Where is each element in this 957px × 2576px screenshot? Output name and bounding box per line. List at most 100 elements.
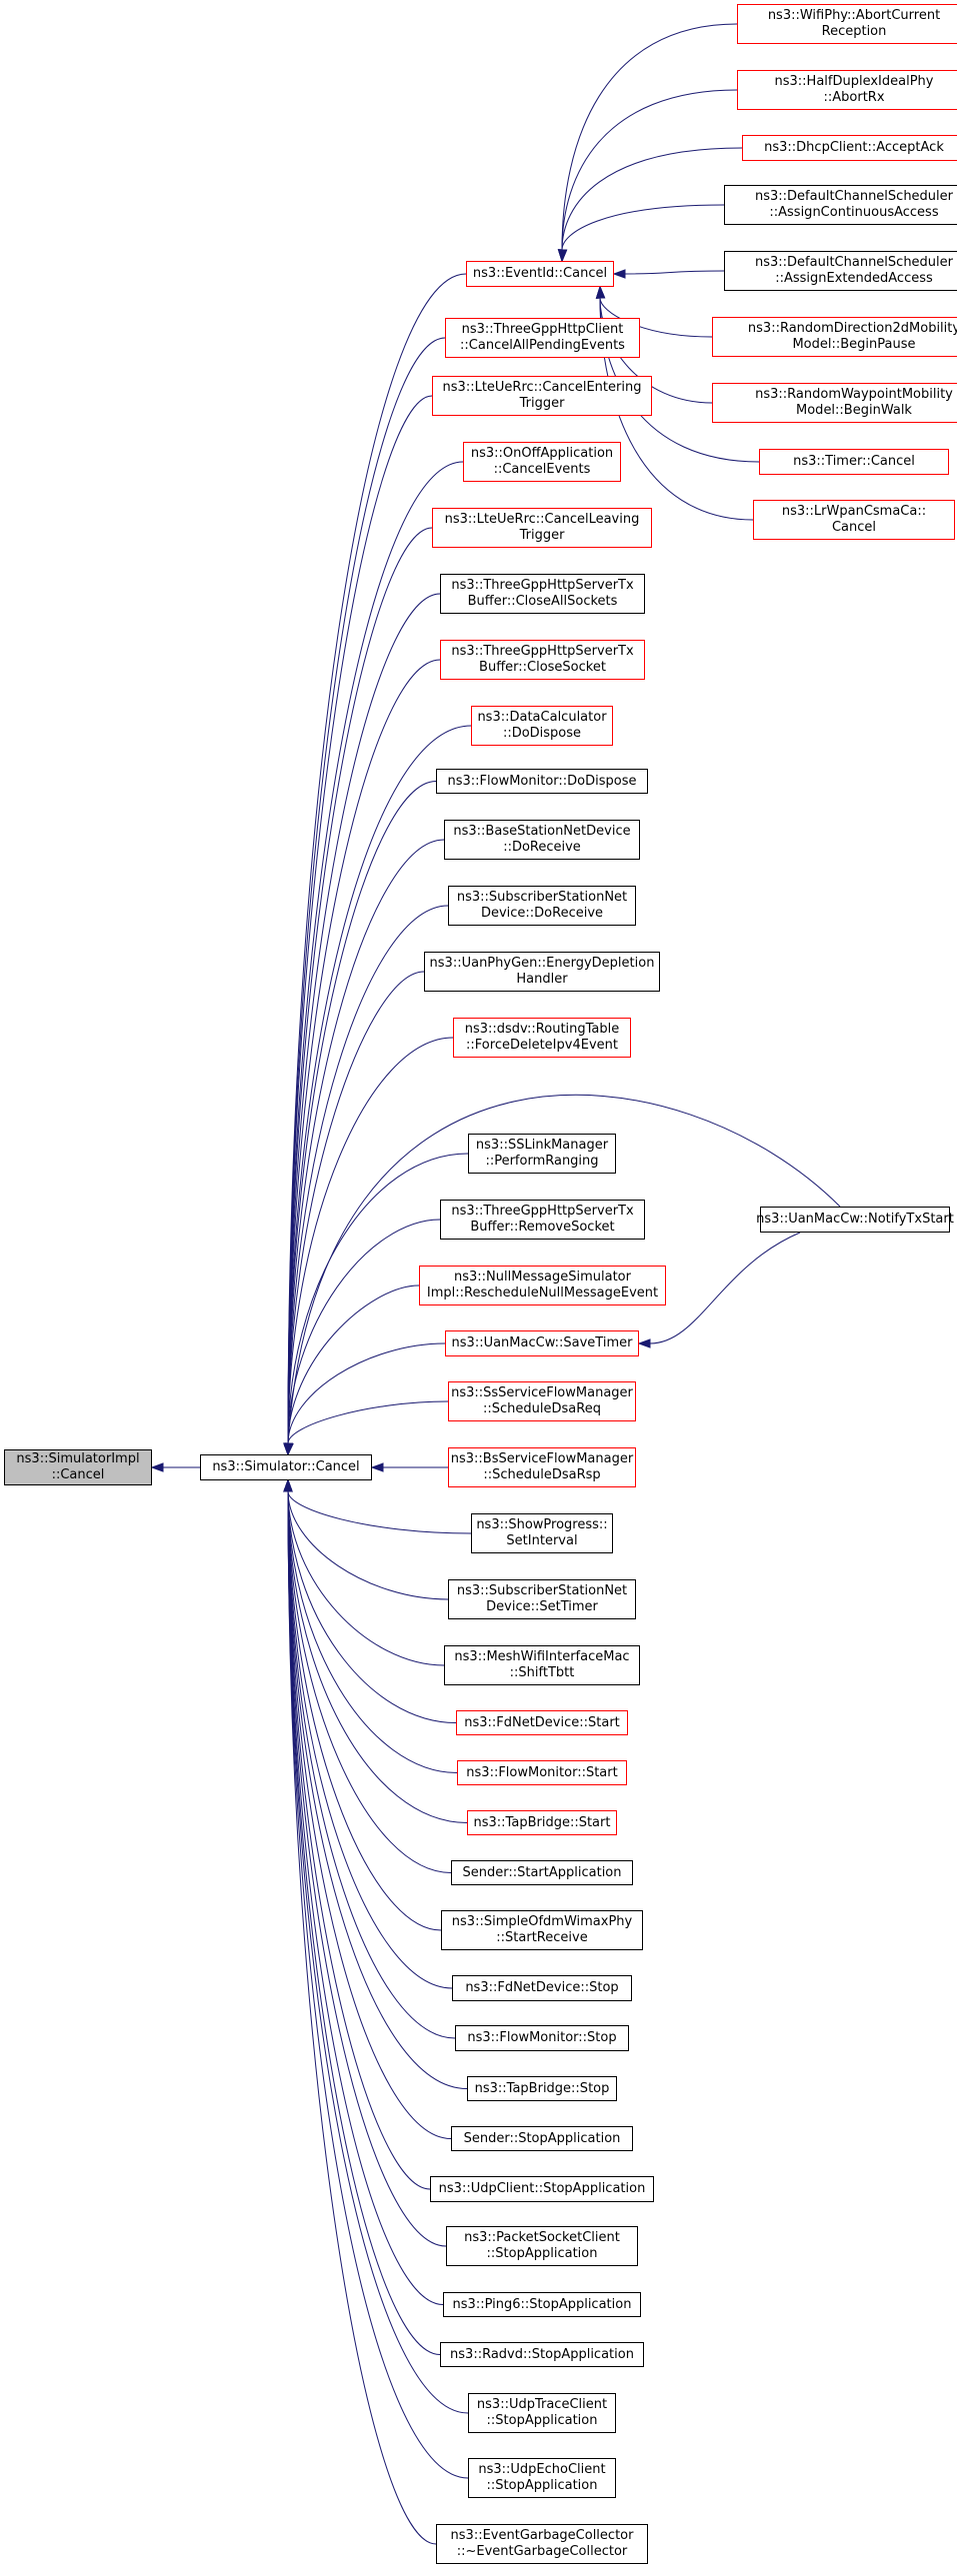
node-label-line: ::ScheduleDsaRsp [483, 1467, 601, 1482]
node-ssserviceflowmanager-scheduledsareq[interactable]: ns3::SsServiceFlowManager::ScheduleDsaRe… [448, 1381, 636, 1421]
node-basestationnetdevice-doreceive[interactable]: ns3::BaseStationNetDevice::DoReceive [444, 820, 640, 860]
node-udpclient-stopapplication[interactable]: ns3::UdpClient::StopApplication [430, 2176, 654, 2202]
node-datacalculator-dodispose[interactable]: ns3::DataCalculator::DoDispose [471, 706, 613, 746]
node-tapbridge-start[interactable]: ns3::TapBridge::Start [467, 1810, 617, 1835]
node-simulator-cancel[interactable]: ns3::Simulator::Cancel [200, 1454, 372, 1480]
node-label-line: SetInterval [506, 1533, 578, 1548]
node-label-line: ns3::OnOffApplication [470, 446, 614, 461]
node-uanmaccw-savetimer[interactable]: ns3::UanMacCw::SaveTimer [445, 1330, 639, 1356]
node-label-line: ns3::UanMacCw::NotifyTxStart [756, 1212, 954, 1227]
node-defaultchannelscheduler-assigncontinuousaccess[interactable]: ns3::DefaultChannelScheduler::AssignCont… [724, 185, 957, 225]
node-threegpphttpclient-cancelallpendingevents[interactable]: ns3::ThreeGppHttpClient::CancelAllPendin… [445, 318, 640, 358]
edge-caller-7 [287, 781, 437, 1444]
node-label-line: ns3::SimpleOfdmWimaxPhy [451, 1914, 633, 1929]
node-timer-cancel[interactable]: ns3::Timer::Cancel [759, 449, 949, 475]
node-label-line: ns3::FlowMonitor::Start [466, 1764, 618, 1780]
edge-caller-27 [287, 1490, 456, 2039]
edge-caller-18 [287, 1490, 472, 1534]
node-packetsocketclient-stopapplication[interactable]: ns3::PacketSocketClient::StopApplication [446, 2226, 638, 2266]
node-uanmaccw-notifytxstart[interactable]: ns3::UanMacCw::NotifyTxStart [756, 1207, 954, 1233]
node-lrwpancsmaca-cancel[interactable]: ns3::LrWpanCsmaCa::Cancel [753, 500, 955, 540]
node-bsserviceflowmanager-scheduledsarsp[interactable]: ns3::BsServiceFlowManager::ScheduleDsaRs… [448, 1447, 636, 1487]
edge-caller-4 [287, 593, 441, 1444]
node-flowmonitor-start[interactable]: ns3::FlowMonitor::Start [457, 1760, 627, 1785]
node-label-line: ns3::BsServiceFlowManager [450, 1451, 634, 1466]
node-label-line: ns3::DhcpClient::AcceptAck [764, 140, 944, 155]
root-node-simulatorimpl-cancel: ns3::SimulatorImpl::Cancel [4, 1449, 152, 1485]
node-label-line: ns3::UanPhyGen::EnergyDepletion [429, 956, 655, 971]
node-label-line: ns3::ThreeGppHttpServerTx [451, 578, 634, 593]
edge-eventid-caller-0 [561, 23, 738, 251]
node-onoffapplication-cancelevents[interactable]: ns3::OnOffApplication::CancelEvents [463, 442, 621, 482]
node-fdnetdevice-stop[interactable]: ns3::FdNetDevice::Stop [452, 1975, 632, 2001]
edge-caller-15 [287, 1342, 446, 1444]
node-label-line: ::ScheduleDsaReq [483, 1401, 601, 1416]
node-label-line: ns3::Timer::Cancel [793, 454, 915, 469]
edge-caller-36 [287, 1490, 437, 2545]
node-label-line: Sender::StopApplication [463, 2130, 621, 2146]
edge-caller-1 [287, 395, 433, 1444]
edge-caller-6 [287, 725, 472, 1444]
node-label-line: ns3::FlowMonitor::Stop [467, 2030, 617, 2045]
edge-caller-22 [287, 1490, 458, 1773]
node-label-line: ::CancelEvents [493, 462, 591, 477]
node-label-line: ns3::DefaultChannelScheduler [755, 255, 953, 270]
edge-caller-35 [287, 1490, 469, 2479]
node-label-line: Trigger [519, 396, 565, 411]
node-label-line: Impl::RescheduleNullMessageEvent [426, 1286, 659, 1300]
node-halfduplexidealphy-abortrx[interactable]: ns3::HalfDuplexIdealPhy::AbortRx [737, 70, 957, 110]
node-meshwifiinterfacemac-shifttbtt[interactable]: ns3::MeshWifiInterfaceMac::ShiftTbtt [444, 1645, 640, 1685]
node-eventgarbagecollector-eventgarbagecollector[interactable]: ns3::EventGarbageCollector::~EventGarbag… [436, 2524, 648, 2564]
node-label-line: Trigger [519, 528, 565, 543]
node-label-line: ns3::EventId::Cancel [472, 266, 608, 281]
node-flowmonitor-stop[interactable]: ns3::FlowMonitor::Stop [455, 2025, 629, 2051]
edge-caller-19 [287, 1490, 449, 1600]
node-radvd-stopapplication[interactable]: ns3::Radvd::StopApplication [440, 2342, 644, 2367]
node-label-line: ns3::SubscriberStationNet [456, 890, 628, 905]
node-ping6-stopapplication[interactable]: ns3::Ping6::StopApplication [443, 2292, 641, 2317]
edge-caller-12 [287, 1153, 469, 1444]
node-sender-startapplication[interactable]: Sender::StartApplication [451, 1860, 633, 1885]
node-label-line: ns3::dsdv::RoutingTable [464, 1022, 620, 1037]
node-simpleofdmwimaxphy-startreceive[interactable]: ns3::SimpleOfdmWimaxPhy::StartReceive [441, 1910, 643, 1950]
node-label-line: Device::SetTimer [486, 1599, 598, 1614]
arrowhead [370, 1462, 384, 1472]
node-dsdv-routingtable-forcedeleteipv4event[interactable]: ns3::dsdv::RoutingTable::ForceDeleteIpv4… [453, 1018, 631, 1058]
edge-caller-30 [287, 1490, 431, 2190]
edge-caller-34 [287, 1490, 469, 2414]
edge-caller-21 [287, 1490, 457, 1723]
edge-caller-5 [287, 659, 441, 1444]
edge-caller-23 [287, 1490, 468, 1823]
node-udpechoclient-stopapplication[interactable]: ns3::UdpEchoClient::StopApplication [468, 2458, 616, 2498]
node-flowmonitor-dodispose[interactable]: ns3::FlowMonitor::DoDispose [436, 769, 648, 794]
node-label-line: ns3::SubscriberStationNet [456, 1583, 628, 1598]
node-sender-stopapplication[interactable]: Sender::StopApplication [451, 2126, 633, 2151]
node-sslinkmanager-performranging[interactable]: ns3::SSLinkManager::PerformRanging [468, 1134, 616, 1174]
node-tapbridge-stop[interactable]: ns3::TapBridge::Stop [467, 2076, 617, 2101]
node-defaultchannelscheduler-assignextendedaccess[interactable]: ns3::DefaultChannelScheduler::AssignExte… [724, 251, 957, 291]
node-fdnetdevice-start[interactable]: ns3::FdNetDevice::Start [456, 1710, 628, 1735]
node-label-line: ns3::UdpEchoClient [478, 2462, 606, 2477]
node-label-line: ns3::ThreeGppHttpServerTx [451, 1204, 634, 1219]
node-udptraceclient-stopapplication[interactable]: ns3::UdpTraceClient::StopApplication [468, 2393, 616, 2433]
node-label-line: ::Cancel [51, 1467, 105, 1482]
edge-caller-26 [287, 1490, 453, 1989]
edge-notifytx-to-simulator [287, 1094, 841, 1444]
node-eventid-cancel[interactable]: ns3::EventId::Cancel [466, 261, 614, 287]
node-showprogress-setinterval[interactable]: ns3::ShowProgress::SetInterval [471, 1513, 613, 1553]
node-dhcpclient-acceptack[interactable]: ns3::DhcpClient::AcceptAck [742, 135, 957, 161]
